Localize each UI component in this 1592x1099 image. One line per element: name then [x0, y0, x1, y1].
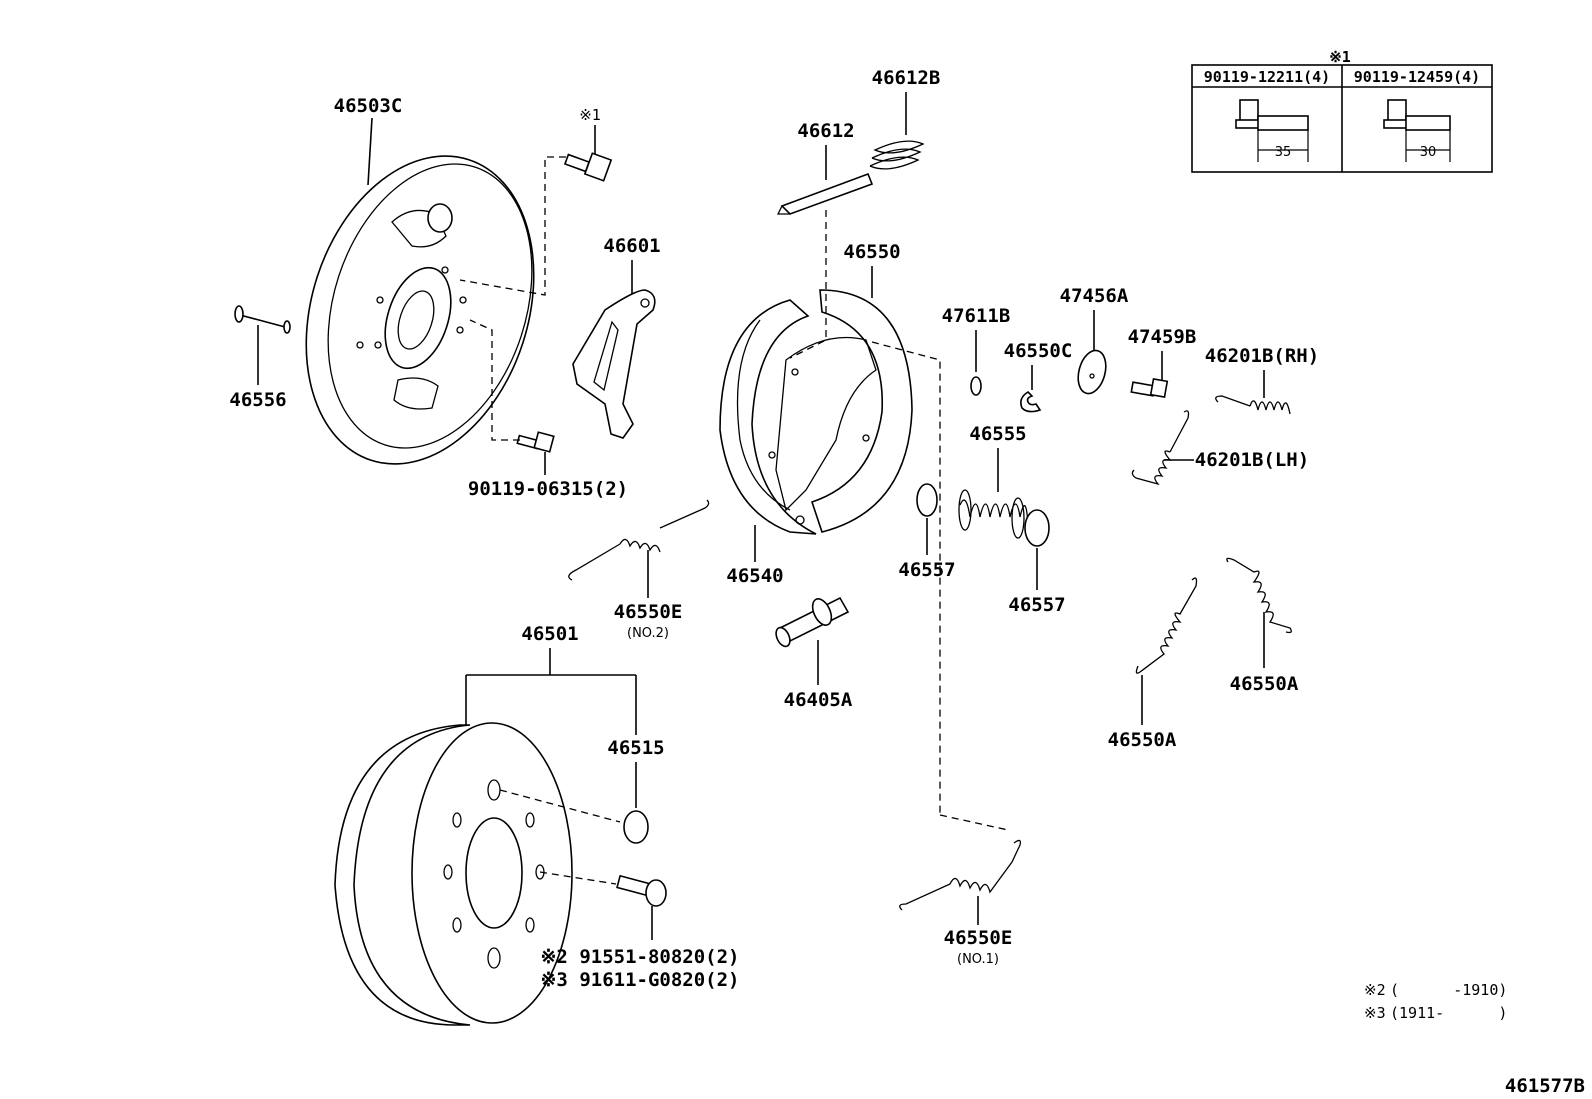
cup-557-a-icon: [916, 483, 938, 517]
diagram-code: 461577B: [1505, 1075, 1585, 1097]
label-spring-a-2: 46550A: [1230, 673, 1299, 695]
label-bolt-small: 90119-06315(2): [468, 478, 628, 500]
label-cup-557-a: 46557: [898, 559, 955, 581]
label-adjuster: 46405A: [784, 689, 853, 711]
bolt-table-col1-part: 90119-12211(4): [1204, 68, 1330, 86]
pin-b-icon: [1130, 377, 1169, 399]
label-plate-bracket: 46601: [603, 235, 660, 257]
label-spring-e-no1: 46550E: [944, 927, 1013, 949]
spring-555-icon: [958, 489, 1029, 539]
plate-bracket-icon: [572, 289, 656, 439]
backing-plate: [305, 155, 535, 465]
cup-557-b-icon: [1024, 509, 1050, 547]
hub-bolt-icon: [616, 874, 667, 907]
adjuster-icon: [775, 596, 850, 648]
brake-shoe-rear: [768, 289, 913, 533]
note-2-text: ( -1910): [1390, 981, 1507, 999]
cup-a-icon: [1077, 349, 1107, 395]
bolt-table-col2-part: 90119-12459(4): [1354, 68, 1480, 86]
spring-rh-icon: [1215, 395, 1291, 415]
bolt-table: ※1 90119-12211(4) 90119-12459(4) 35 30: [1191, 48, 1493, 173]
washer-icon: [970, 376, 982, 396]
note-2-mark: ※2: [1364, 981, 1386, 999]
label-cup-557-b: 46557: [1008, 594, 1065, 616]
label-cup-a: 47456A: [1060, 285, 1129, 307]
label-hub-bolt-3: ※3 91611-G0820(2): [541, 969, 740, 991]
label-hub-bolt-2: ※2 91551-80820(2): [541, 946, 740, 968]
label-spring-a-1: 46550A: [1108, 729, 1177, 751]
label-backing-plate-bolt-ref: ※1: [579, 106, 601, 124]
bolt-table-col1-length: 35: [1275, 145, 1292, 160]
label-spring-e-no2: 46550E: [614, 601, 683, 623]
label-washer: 47611B: [942, 305, 1011, 327]
label-spring-555: 46555: [969, 423, 1026, 445]
label-backing-plate: 46503C: [334, 95, 403, 117]
label-spring-rh: 46201B(RH): [1205, 345, 1319, 367]
label-spring-e-no2-sub: (NO.2): [627, 626, 669, 641]
pin-icon: [234, 305, 291, 334]
spring-a-2-icon: [1226, 557, 1292, 634]
clip-c-icon: [1020, 390, 1042, 413]
label-adjusting-lever: 46612: [797, 120, 854, 142]
brake-drum: [334, 722, 573, 1026]
bolt-small-icon: [516, 431, 555, 453]
spring-e-no1-icon: [899, 839, 1022, 911]
label-spring-adjusting-lever: 46612B: [872, 67, 941, 89]
spring-lh-icon: [1131, 410, 1190, 486]
spring-a-1-icon: [1135, 577, 1198, 674]
note-3-text: (1911- ): [1390, 1004, 1507, 1022]
bolt-top-icon: [563, 152, 613, 182]
label-clip-c: 46550C: [1004, 340, 1073, 362]
spring-e-no2-icon: [568, 499, 710, 581]
label-pin-b: 47459B: [1128, 326, 1197, 348]
label-spring-lh: 46201B(LH): [1195, 449, 1309, 471]
bolt-table-col2-length: 30: [1420, 145, 1437, 160]
label-shoe-front: 46540: [726, 565, 783, 587]
adjusting-lever-icon: [776, 172, 874, 215]
label-shoe-rear: 46550: [843, 241, 900, 263]
note-3-mark: ※3: [1364, 1004, 1386, 1022]
flange-bolt-35-icon: [1235, 99, 1309, 162]
label-spring-e-no1-sub: (NO.1): [957, 952, 999, 967]
plug-icon: [623, 810, 649, 844]
label-plug: 46515: [607, 737, 664, 759]
flange-bolt-30-icon: [1383, 99, 1451, 162]
spring-adjusting-lever-icon: [869, 140, 925, 170]
brake-shoe-front: [719, 299, 817, 535]
bolt-table-ref: ※1: [1329, 48, 1351, 66]
label-drum-set: 46501: [521, 623, 578, 645]
label-pin: 46556: [229, 389, 286, 411]
